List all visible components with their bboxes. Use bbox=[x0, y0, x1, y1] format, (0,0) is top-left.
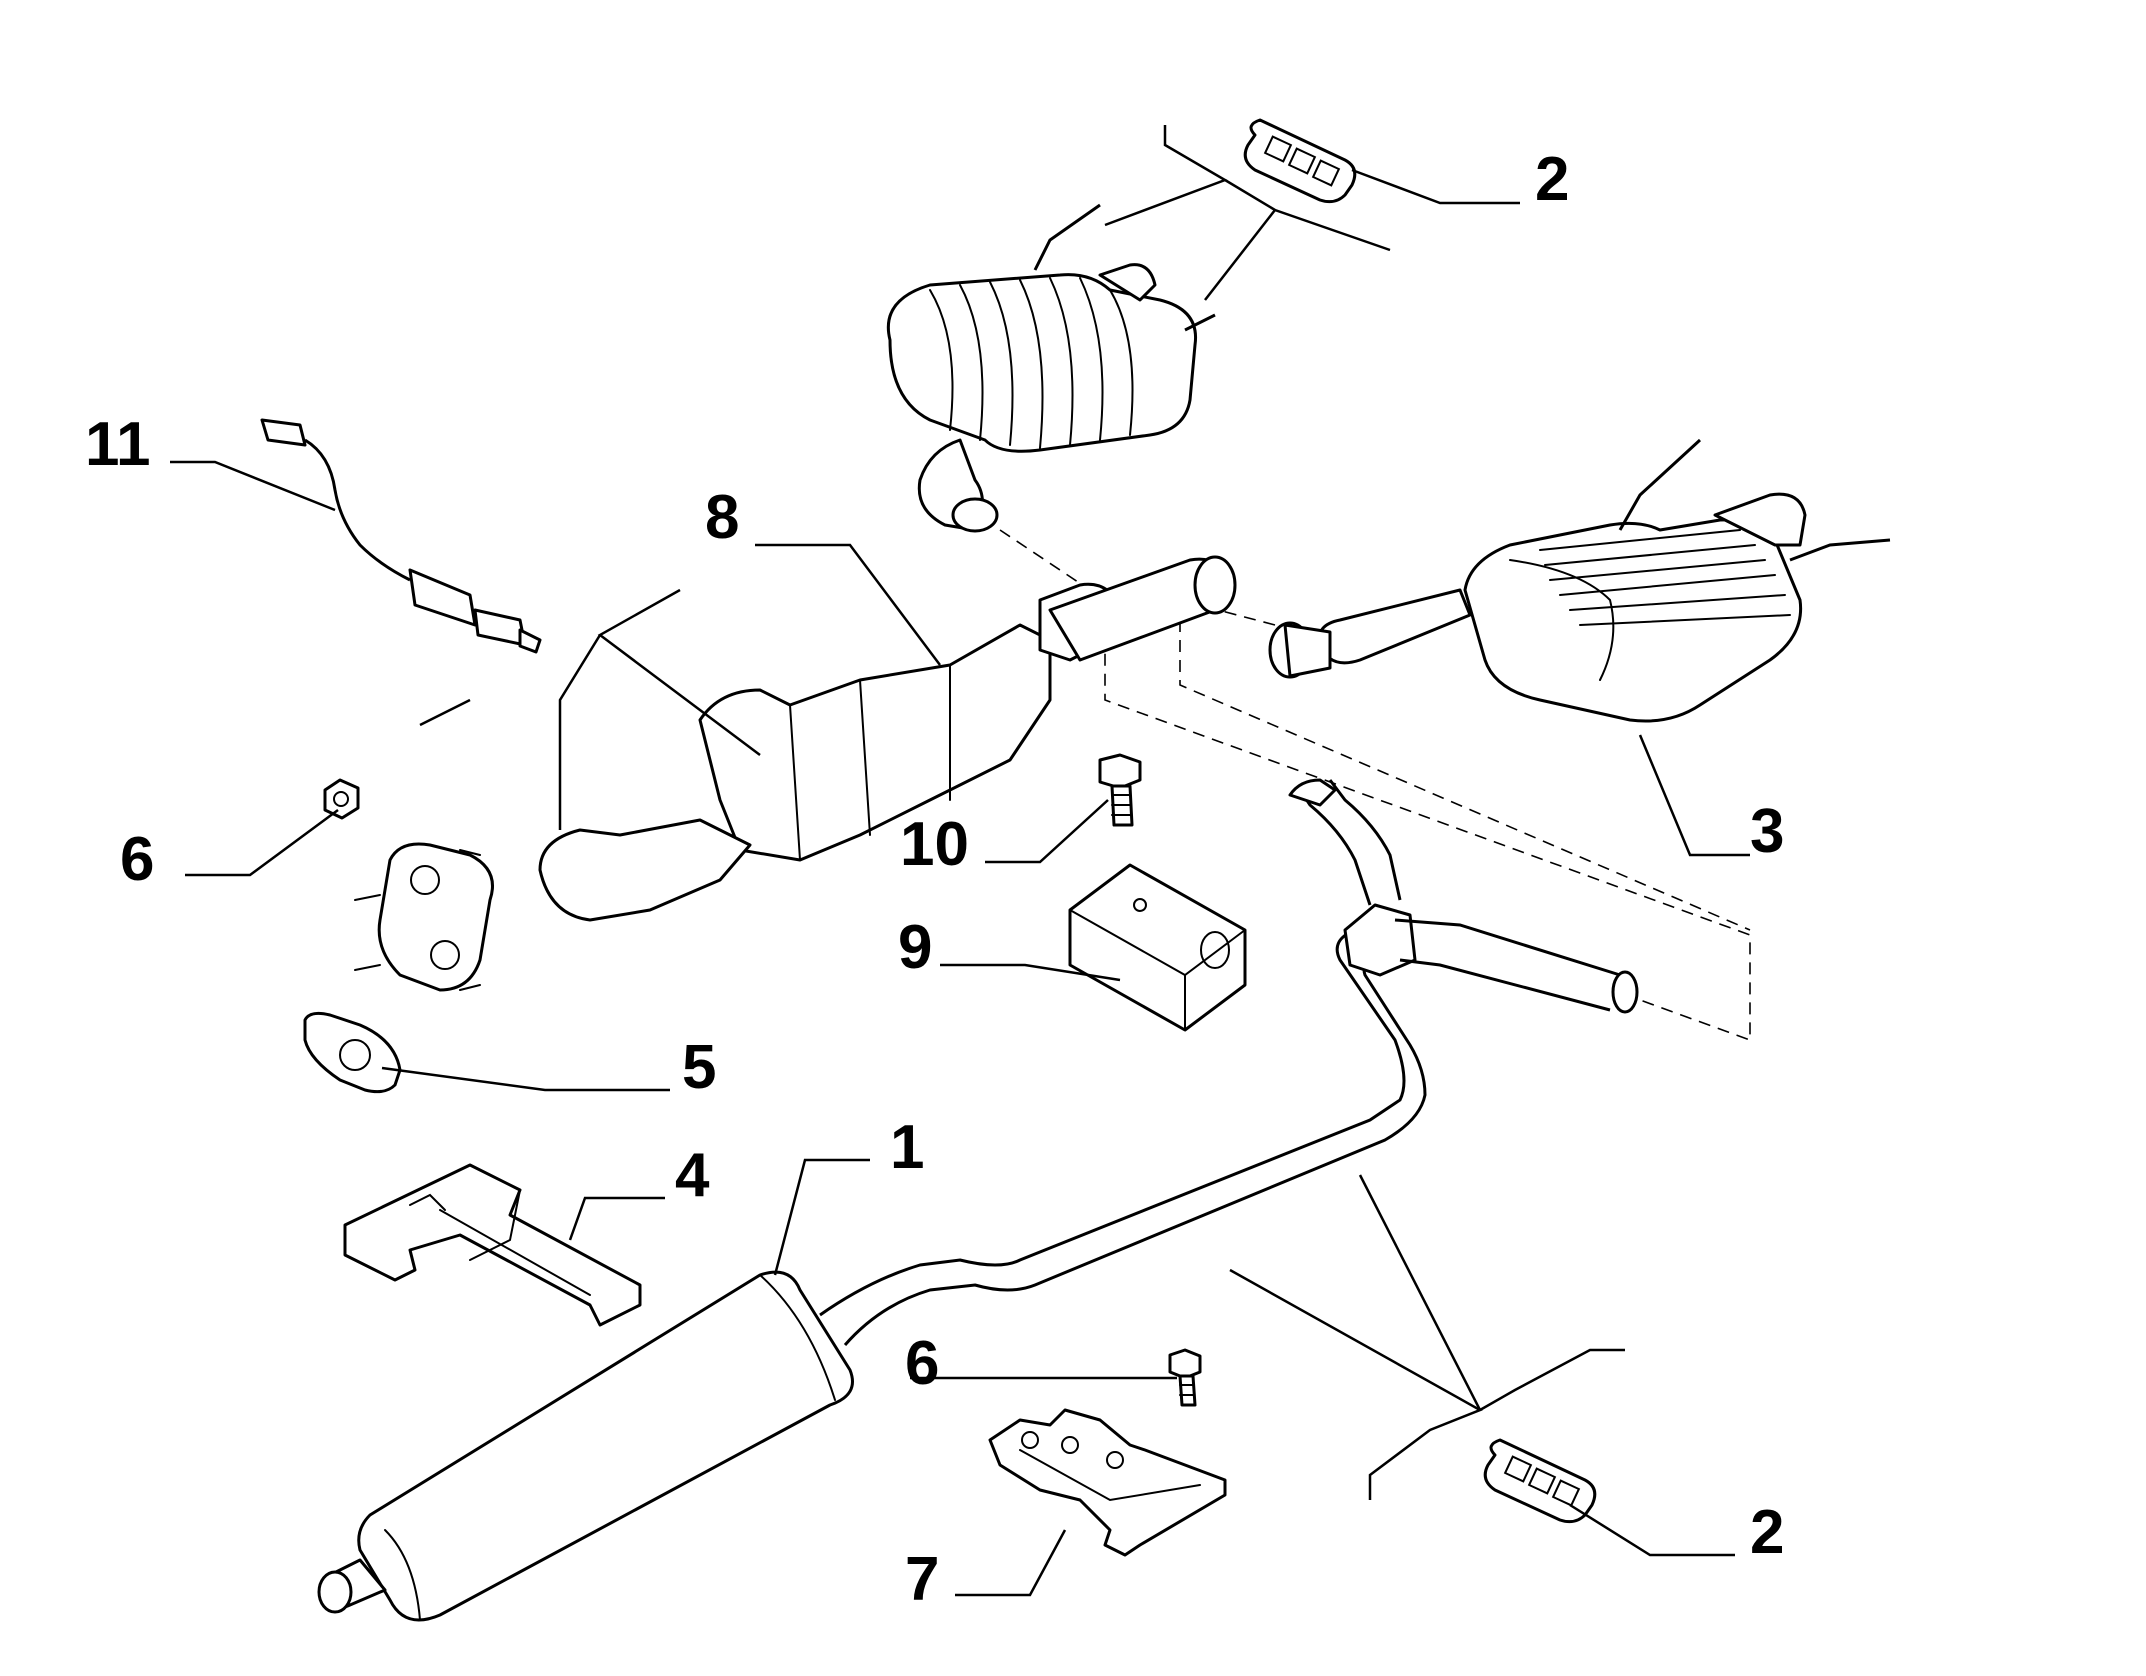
upper-rear-muffler bbox=[886, 203, 1216, 533]
hanger-group-lines-top bbox=[1104, 125, 1391, 301]
callout-4: 4 bbox=[675, 1141, 710, 1210]
bracket-4 bbox=[343, 1163, 642, 1327]
callout-3: 3 bbox=[1750, 797, 1784, 866]
gasket bbox=[303, 1011, 402, 1094]
oxygen-sensor bbox=[260, 418, 542, 654]
bolt bbox=[1098, 753, 1142, 827]
hanger-group-lines-bottom bbox=[1229, 1174, 1625, 1500]
callout-7: 7 bbox=[905, 1545, 939, 1614]
callout-9: 9 bbox=[898, 913, 932, 982]
bolt-small bbox=[1168, 1348, 1202, 1407]
callout-10: 10 bbox=[900, 810, 969, 879]
converter-group-lines bbox=[419, 588, 761, 830]
callout-11: 11 bbox=[85, 410, 151, 479]
catalytic-converter bbox=[354, 555, 1237, 992]
center-pipe-muffler bbox=[317, 778, 1639, 1622]
callout-5: 5 bbox=[682, 1033, 716, 1102]
callout-1: 1 bbox=[890, 1113, 924, 1182]
bracket-7 bbox=[988, 1408, 1227, 1557]
rubber-hanger-top bbox=[1243, 118, 1357, 204]
nut bbox=[323, 778, 360, 820]
callout-labels: 1 2 2 3 4 5 6 6 7 8 9 10 11 bbox=[85, 145, 1784, 1614]
callout-leaders bbox=[170, 168, 1750, 1597]
callout-2-top: 2 bbox=[1535, 145, 1569, 214]
callout-8: 8 bbox=[705, 483, 739, 552]
callout-6-upper: 6 bbox=[120, 825, 154, 894]
callout-6-lower: 6 bbox=[905, 1329, 939, 1398]
mounting-block bbox=[1068, 863, 1247, 1032]
rear-muffler bbox=[1268, 438, 1891, 723]
callout-2-bottom: 2 bbox=[1750, 1498, 1784, 1567]
